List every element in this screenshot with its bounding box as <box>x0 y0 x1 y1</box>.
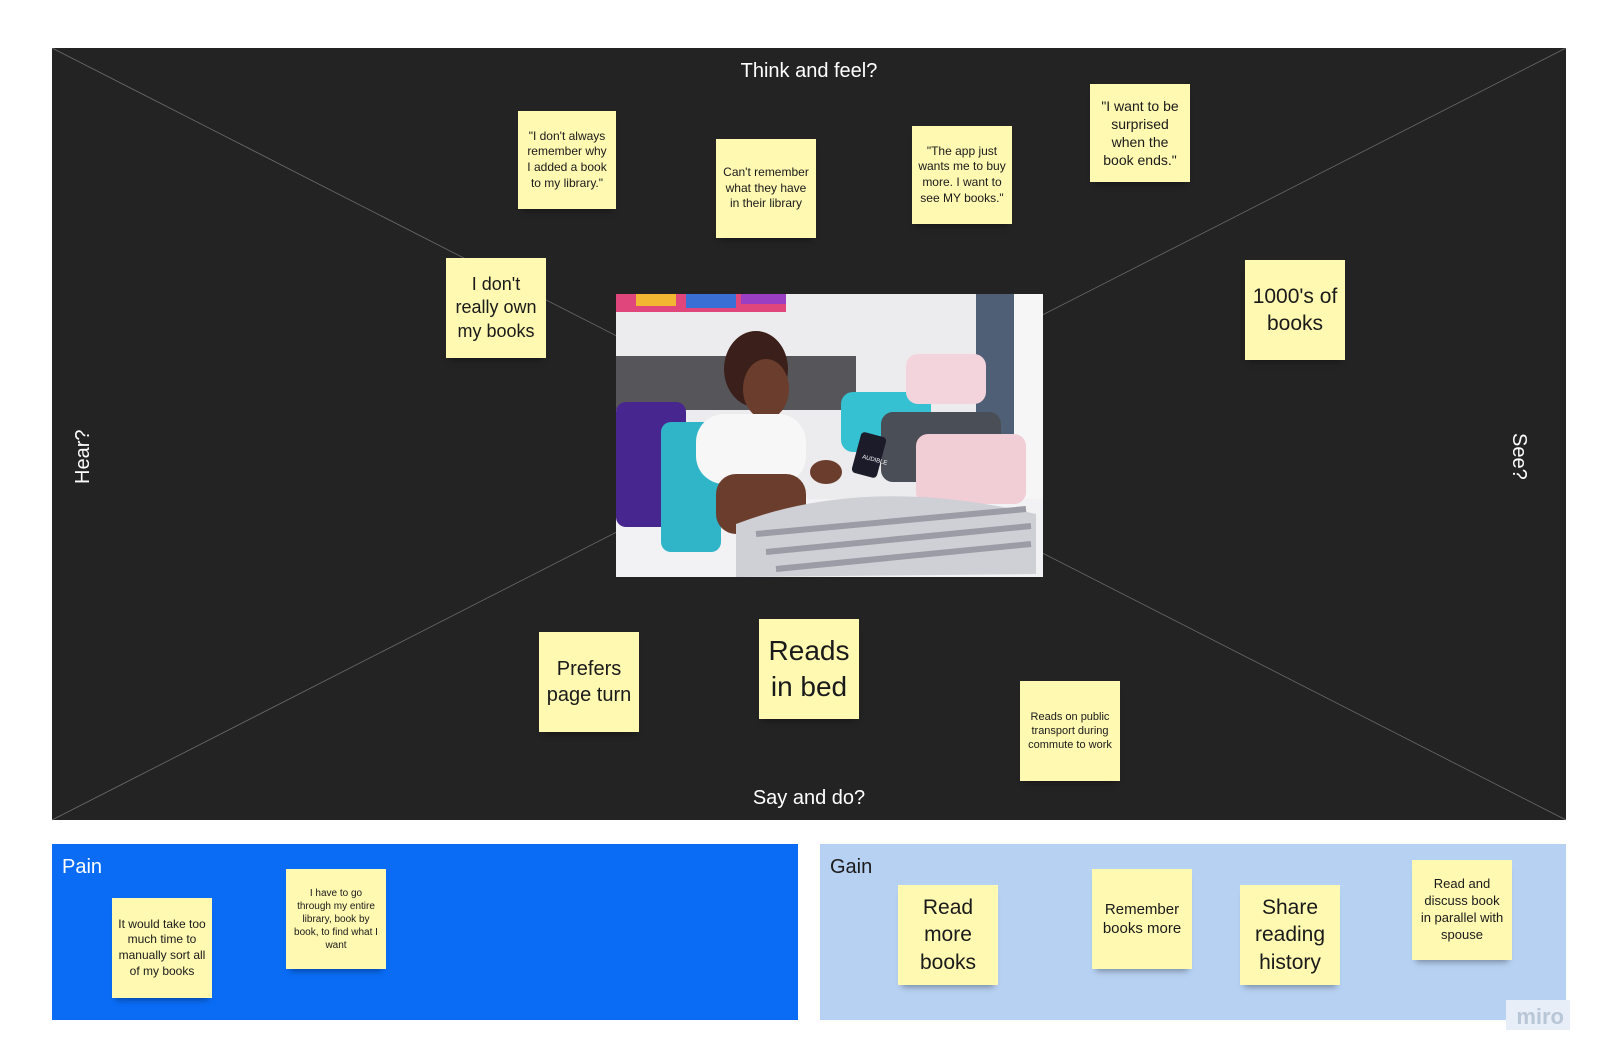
say-and-do-label: Say and do? <box>752 787 866 809</box>
pain-panel: Pain It would take too much time to manu… <box>52 844 798 1020</box>
think-and-feel-label: Think and feel? <box>740 60 878 82</box>
empathy-map-board: Think and feel? Say and do? Hear? See? <box>52 48 1566 820</box>
sticky-note[interactable]: Share reading history <box>1240 885 1340 985</box>
sticky-note[interactable]: Can't remember what they have in their l… <box>716 139 816 238</box>
sticky-note[interactable]: "I don't always remember why I added a b… <box>518 111 616 209</box>
pain-title: Pain <box>62 856 103 878</box>
sticky-note[interactable]: Reads in bed <box>759 619 859 719</box>
sticky-note[interactable]: Prefers page turn <box>539 632 639 732</box>
sticky-note[interactable]: Remember books more <box>1092 869 1192 969</box>
sticky-note[interactable]: Reads on public transport during commute… <box>1020 681 1120 781</box>
sticky-note[interactable]: Read more books <box>898 885 998 985</box>
sticky-note[interactable]: "The app just wants me to buy more. I wa… <box>912 126 1012 224</box>
gain-title: Gain <box>830 856 873 878</box>
sticky-note[interactable]: "I want to be surprised when the book en… <box>1090 84 1190 182</box>
sticky-note[interactable]: 1000's of books <box>1245 260 1345 360</box>
sticky-note[interactable]: I have to go through my entire library, … <box>286 869 386 969</box>
hear-label: Hear? <box>72 429 94 484</box>
miro-watermark: miro <box>1506 1000 1570 1030</box>
sticky-note[interactable]: Read and discuss book in parallel with s… <box>1412 860 1512 960</box>
persona-photo[interactable]: AUDIBLE <box>616 294 1043 577</box>
see-label: See? <box>1508 433 1530 480</box>
sticky-note[interactable]: It would take too much time to manually … <box>112 898 212 998</box>
gain-panel: Gain Read more books Remember books more… <box>820 844 1566 1020</box>
persona-photo-illustration: AUDIBLE <box>616 294 1043 577</box>
sticky-note[interactable]: I don't really own my books <box>446 258 546 358</box>
